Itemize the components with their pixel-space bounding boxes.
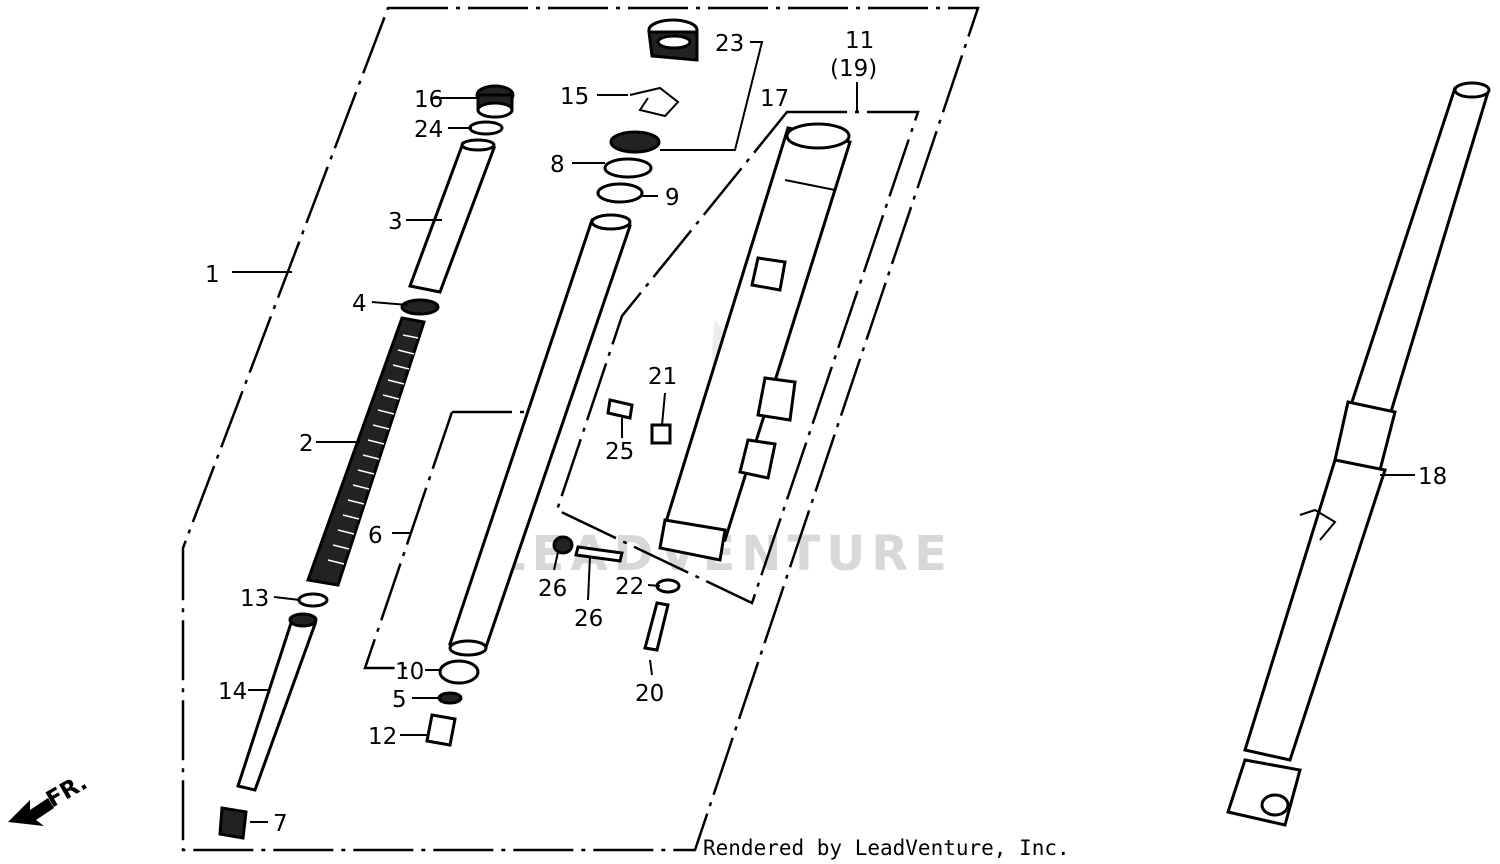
label-7: 7 — [273, 811, 288, 837]
fork-spring — [305, 316, 426, 587]
label-12: 12 — [368, 724, 397, 750]
label-1: 1 — [205, 262, 220, 288]
label-10: 10 — [395, 659, 424, 685]
part-labels: 1 2 3 4 6 16 24 13 14 7 10 5 12 23 15 17… — [205, 28, 1447, 837]
label-8: 8 — [550, 152, 565, 178]
complete-fork — [1226, 81, 1491, 827]
oil-lock-piece — [425, 713, 457, 747]
label-24: 24 — [414, 117, 443, 143]
socket-bolt — [643, 601, 670, 652]
label-17: 17 — [760, 86, 789, 112]
label-22: 22 — [615, 574, 644, 600]
assembly-outline — [181, 6, 980, 852]
slider-outline — [555, 110, 920, 605]
label-21: 21 — [648, 364, 677, 390]
label-11: 11 — [845, 28, 874, 54]
fork-cap-bolt — [475, 84, 515, 119]
label-23: 23 — [715, 31, 744, 57]
retaining-clip — [629, 86, 680, 118]
spacer-tube — [407, 141, 497, 294]
label-26-a: 26 — [538, 576, 567, 602]
rebound-spring — [218, 806, 248, 840]
label-26-b: 26 — [574, 606, 603, 632]
label-16: 16 — [414, 87, 443, 113]
fork-slider — [663, 126, 852, 542]
slider-bushing — [438, 659, 480, 685]
piston-ring — [297, 592, 329, 608]
label-4: 4 — [352, 291, 367, 317]
leader-lines — [232, 41, 1415, 823]
label-14: 14 — [218, 679, 247, 705]
label-5: 5 — [392, 687, 407, 713]
oil-seal — [609, 130, 661, 154]
axle-bolt-a — [552, 535, 574, 555]
label-25: 25 — [605, 439, 634, 465]
label-20: 20 — [635, 681, 664, 707]
nut — [650, 423, 672, 445]
dust-seal — [647, 18, 699, 62]
label-15: 15 — [560, 84, 589, 110]
front-direction-arrow: FR. — [8, 769, 92, 826]
label-19: (19) — [830, 56, 877, 82]
damper-rod — [236, 618, 318, 792]
spring-seat — [400, 298, 440, 316]
label-18: 18 — [1418, 464, 1447, 490]
label-9: 9 — [665, 185, 680, 211]
guide-bushing — [596, 182, 644, 204]
label-2: 2 — [299, 431, 314, 457]
label-3: 3 — [388, 209, 403, 235]
label-6: 6 — [368, 523, 383, 549]
render-credit: Rendered by LeadVenture, Inc. — [703, 836, 1070, 860]
inner-tube-outline — [363, 410, 525, 670]
label-13: 13 — [240, 586, 269, 612]
sealing-washer — [655, 578, 681, 594]
small-o-ring — [437, 691, 463, 705]
back-up-ring — [603, 157, 653, 179]
axle-bolt-b — [574, 545, 624, 563]
o-ring — [468, 120, 504, 136]
small-bolt — [606, 398, 634, 420]
